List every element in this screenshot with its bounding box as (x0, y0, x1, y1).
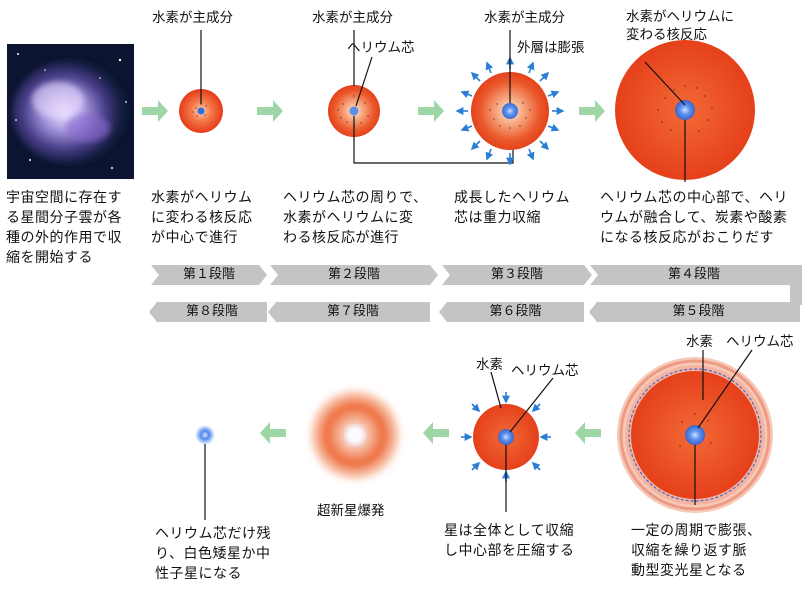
stage3-description: 成長したヘリウム 芯は重力収縮 (454, 190, 570, 226)
stage-1-label: 第１段階 (182, 267, 235, 282)
stage1-description: 水素がヘリウム に変わる核反応 が中心で進行 (151, 190, 253, 246)
stage3-star (455, 30, 565, 166)
leader-line (355, 56, 373, 107)
stage-bars-row2 (149, 302, 800, 322)
stage-7-bar: 第７段階 (276, 302, 430, 322)
label-hydrogen-main-1: 水素が主成分 (152, 10, 233, 26)
label-helium-core-2: ヘリウム芯 (347, 40, 415, 56)
stage-3-bar: 第３段階 (450, 265, 584, 285)
stage2-description: ヘリウム芯の周りで、 水素がヘリウムに変 わる核反応が進行 (283, 190, 428, 246)
stage4-star (615, 40, 755, 182)
green-arrow (418, 100, 444, 122)
stage-5-label: 第５段階 (672, 304, 725, 319)
stage-7-label: 第７段階 (326, 304, 379, 319)
label-supernova: 超新星爆発 (317, 503, 385, 519)
stage4-description: ヘリウム芯の中心部で、ヘリ ウムが融合して、炭素や酸素 になる核反応がおこりだす (600, 190, 788, 246)
leader-line (697, 349, 753, 429)
green-arrow (579, 100, 605, 122)
label-hydrogen-5: 水素 (686, 334, 713, 350)
stage-8-label: 第８段階 (185, 304, 238, 319)
label-outer-expand: 外層は膨張 (517, 40, 585, 56)
stage-3-label: 第３段階 (490, 267, 543, 282)
stage-4-label: 第４段階 (667, 267, 720, 282)
green-arrow (423, 422, 449, 444)
green-arrow (575, 422, 601, 444)
green-arrow (257, 100, 283, 122)
label-hydrogen-6: 水素 (476, 357, 503, 373)
stage-2-bar: 第２段階 (278, 265, 430, 285)
label-helium-reaction: 水素がヘリウムに 変わる核反応 (626, 9, 734, 43)
green-arrow (260, 422, 286, 444)
stage-2-label: 第２段階 (327, 267, 380, 282)
stage6-description: 星は全体として収縮 し中心部を圧縮する (444, 523, 575, 559)
label-helium-core-6: ヘリウム芯 (511, 363, 579, 379)
expansion-arrows (455, 56, 565, 166)
stage-5-bar: 第５段階 (597, 302, 800, 322)
leader-line (509, 377, 554, 433)
leader-line (490, 371, 502, 409)
stage5-star (617, 349, 773, 513)
stage6-star (461, 371, 554, 512)
stage-8-bar: 第８段階 (157, 302, 267, 322)
stellar-remnant (195, 425, 215, 520)
leader-line (644, 61, 686, 106)
stage-6-label: 第６段階 (489, 304, 542, 319)
label-hydrogen-main-2: 水素が主成分 (312, 10, 393, 26)
nebula-description: 宇宙空間に存在す る星間分子雲が各 種の外的作用で収 縮を開始する (6, 190, 122, 266)
stage-bars-row1 (151, 265, 802, 305)
stage5-description: 一定の周期で膨張、 収縮を繰り返す脈 動型変光星となる (631, 523, 762, 579)
stage1-star (179, 30, 223, 133)
label-hydrogen-main-3: 水素が主成分 (484, 10, 565, 26)
stage-4-bar: 第４段階 (598, 265, 790, 285)
flow-arrows (142, 100, 605, 444)
green-arrow (142, 100, 168, 122)
supernova (307, 387, 403, 483)
nebula-image (7, 44, 134, 179)
stage-1-bar: 第１段階 (159, 265, 259, 285)
stage-6-bar: 第６段階 (447, 302, 584, 322)
label-helium-core-5: ヘリウム芯 (726, 334, 794, 350)
stage8-description: ヘリウム芯だけ残 り、白色矮星か中 性子星になる (155, 526, 271, 582)
